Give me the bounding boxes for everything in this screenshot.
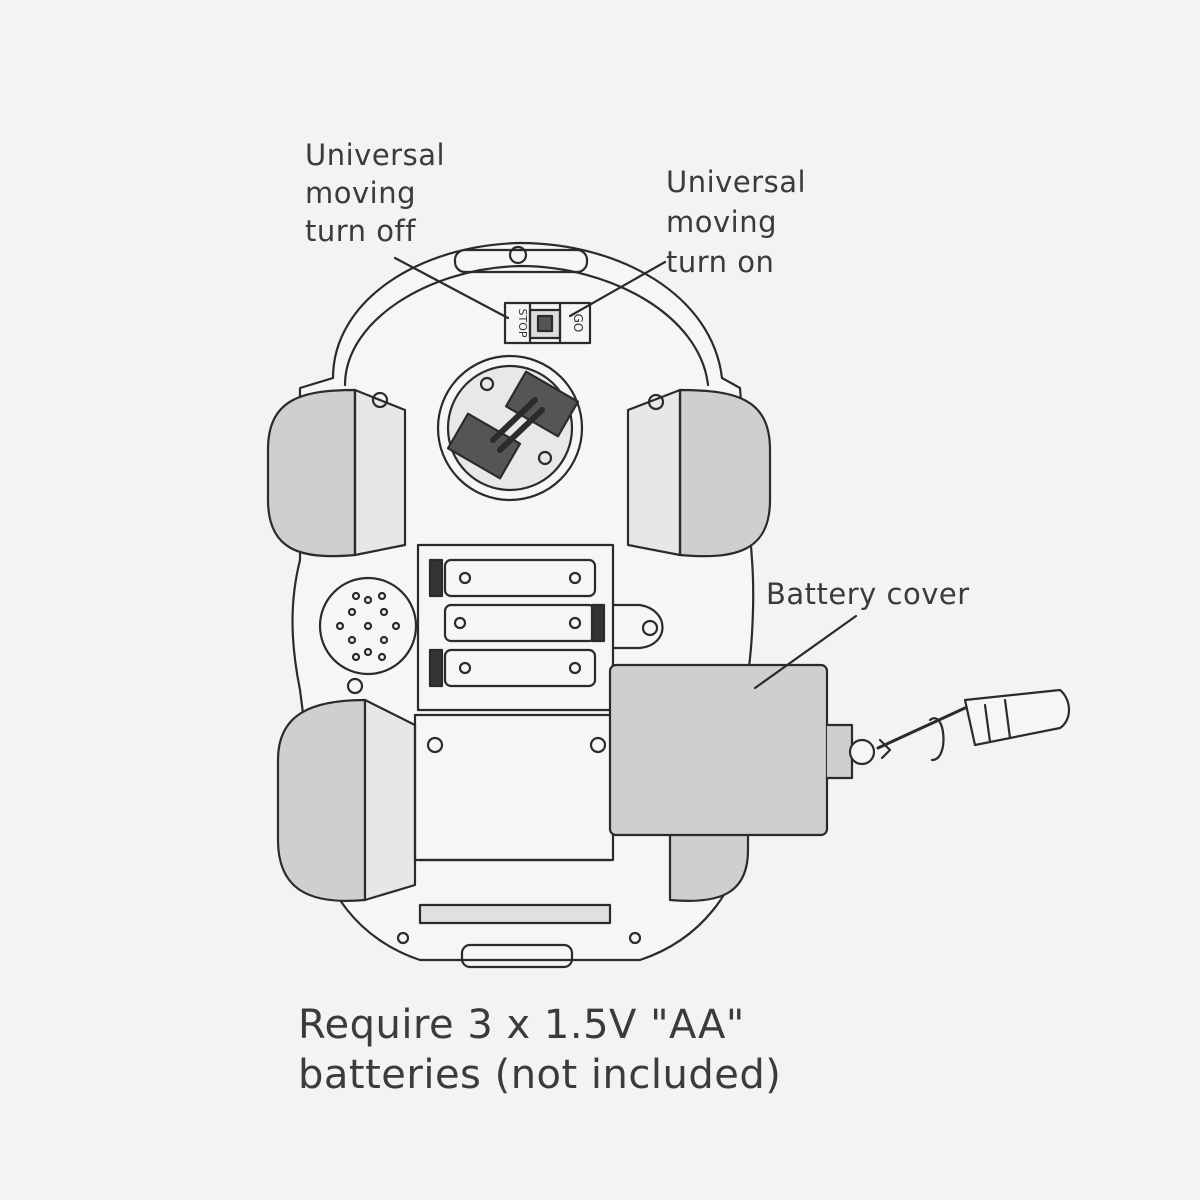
universal-wheel <box>436 354 584 502</box>
universal-turn-off-label: Universal moving turn off <box>305 138 446 248</box>
battery-requirement-caption: Require 3 x 1.5V "AA" batteries (not inc… <box>298 1002 782 1098</box>
speaker-grille <box>318 576 418 676</box>
rear-body <box>413 713 615 969</box>
handle-slot <box>453 248 589 274</box>
battery-cover-label: Battery cover <box>766 577 970 611</box>
hook <box>508 245 528 265</box>
leader-turn-on <box>568 260 667 318</box>
screws <box>346 391 665 945</box>
stop-go-switch <box>503 301 592 345</box>
wheel-front-right <box>626 388 772 558</box>
wheel-front-left <box>266 388 407 558</box>
switch-stop-label: STOP <box>516 309 529 338</box>
universal-turn-on-label: Universal moving turn on <box>666 165 807 279</box>
wheel-rear-left <box>276 698 417 902</box>
battery-compartment <box>416 543 664 712</box>
battery-cover-panel <box>608 663 876 837</box>
leader-turn-off <box>393 256 510 320</box>
toy-body-inner <box>343 264 710 387</box>
switch-go-label: GO <box>571 314 585 333</box>
leader-battery-cover <box>753 614 858 690</box>
screwdriver <box>876 688 1071 762</box>
